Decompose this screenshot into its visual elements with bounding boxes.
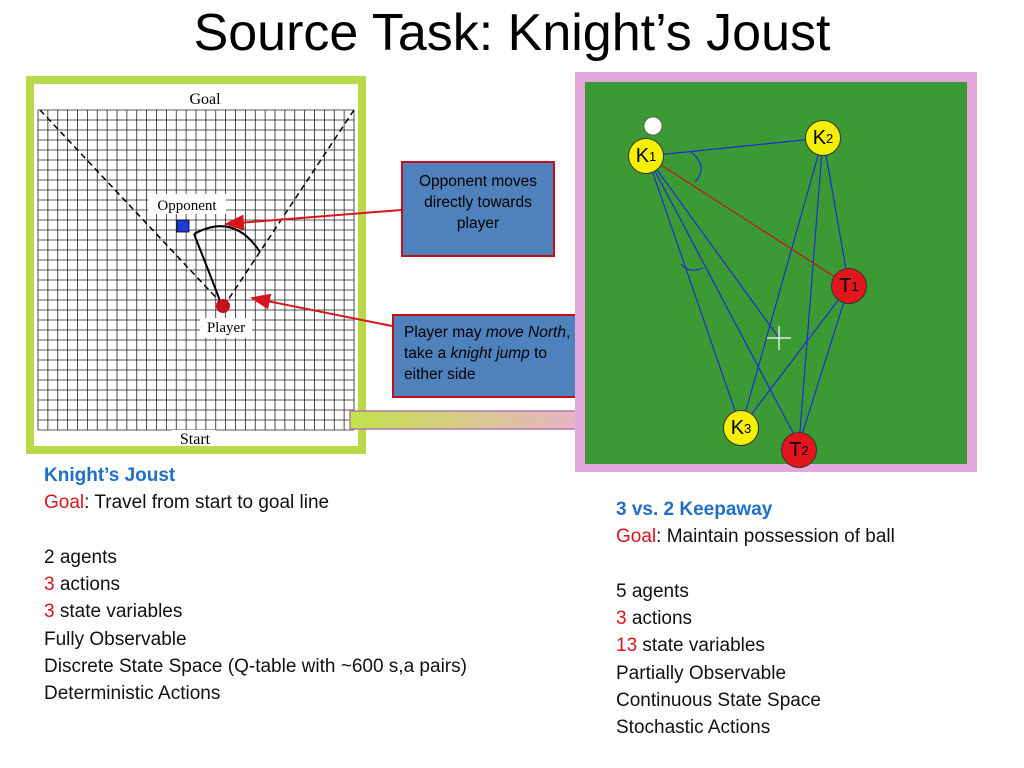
knights-joust-heading: Knight’s Joust: [44, 465, 176, 486]
keepaway-action-type: Stochastic Actions: [616, 717, 771, 739]
keepaway-lines: [643, 116, 850, 445]
knights-joust-summary: Knight’s Joust Goal: Travel from start t…: [44, 462, 467, 708]
opponent-label: Opponent: [157, 198, 217, 214]
opponent-marker: [176, 219, 190, 233]
keepaway-state-space: Continuous State Space: [616, 690, 821, 712]
keepaway-actions: 3 actions: [616, 608, 693, 630]
cone-left-line: [39, 109, 225, 307]
knights-joust-actions: 3 actions: [44, 574, 121, 596]
joust-grid: Goal Opponent Player Start: [37, 90, 355, 446]
keepaway-summary: 3 vs. 2 Keepaway Goal: Maintain possessi…: [616, 496, 895, 742]
knights-joust-agents: 2 agents: [44, 546, 117, 568]
player-callout: Player may move North, or take a knight …: [392, 314, 598, 398]
knights-joust-goal: Goal: Travel from start to goal line: [44, 492, 330, 514]
cone-right-line: [223, 109, 355, 307]
start-label: Start: [180, 431, 211, 446]
knights-joust-state-space: Discrete State Space (Q-table with ~600 …: [44, 656, 467, 678]
keepaway-goal: Goal: Maintain possession of ball: [616, 526, 895, 548]
goal-label: Goal: [189, 91, 221, 108]
keepaway-observability: Partially Observable: [616, 662, 787, 684]
knight-arc: [193, 233, 223, 307]
slide-title: Source Task: Knight’s Joust: [193, 4, 831, 62]
player-marker: [216, 299, 230, 313]
player-label: Player: [207, 320, 245, 336]
player-pointer-arrow: [250, 293, 393, 327]
joust-board: Goal Opponent Player Start: [34, 84, 358, 446]
knights-joust-diagram: Goal Opponent Player Start: [26, 76, 366, 454]
opponent-pointer-arrow: [224, 209, 402, 231]
keepaway-agents: 5 agents: [616, 580, 689, 602]
keepaway-state-vars: 13 state variables: [616, 635, 765, 657]
ball-icon: [643, 116, 663, 136]
knights-joust-state-vars: 3 state variables: [44, 601, 183, 623]
knights-joust-observability: Fully Observable: [44, 628, 187, 650]
keepaway-heading: 3 vs. 2 Keepaway: [616, 499, 773, 520]
opponent-callout: Opponent moves directly towards player: [401, 161, 555, 257]
knights-joust-action-type: Deterministic Actions: [44, 683, 221, 705]
